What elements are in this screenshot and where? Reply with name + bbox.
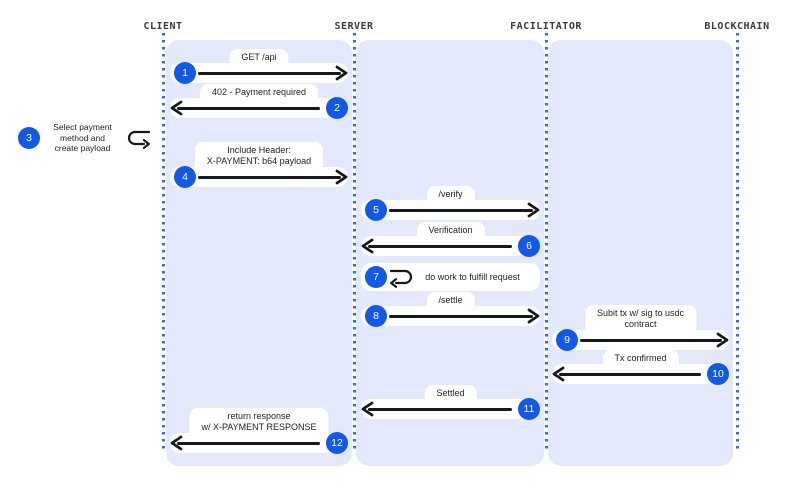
- message-label: Include Header: X-PAYMENT: b64 payload: [194, 142, 324, 168]
- arrowhead-right-icon: [335, 169, 348, 185]
- step-number-badge: 10: [707, 363, 729, 385]
- actor-label-client: CLIENT: [143, 21, 183, 32]
- arrowhead: [361, 237, 374, 260]
- arrow-line: [368, 407, 512, 411]
- message-label: Subit tx w/ sig to usdc contract: [584, 305, 697, 331]
- arrowhead-left-icon: [170, 435, 183, 451]
- arrowhead: [335, 64, 348, 87]
- message-5: /verify 5: [361, 186, 540, 221]
- arrow-line: [177, 106, 320, 110]
- message-label: return response w/ X-PAYMENT RESPONSE: [189, 408, 329, 434]
- arrow-line: [389, 208, 533, 212]
- message-9: Subit tx w/ sig to usdc contract 9: [552, 305, 729, 351]
- arrowhead: [361, 400, 374, 423]
- message-label: 402 - Payment required: [199, 84, 319, 99]
- arrowhead-right-icon: [527, 202, 540, 218]
- self-message-7: 7 do work to fulfill request: [361, 263, 540, 291]
- message-11: Settled 11: [361, 385, 540, 420]
- actor-label-server: SERVER: [334, 21, 374, 32]
- message-8: /settle 8: [361, 292, 540, 327]
- step-number-badge: 12: [326, 432, 348, 454]
- message-label: /verify: [426, 186, 475, 201]
- message-1: GET /api 1: [170, 49, 348, 84]
- arrowhead-left-icon: [361, 401, 374, 417]
- loop-arrow-left-icon: [389, 269, 413, 288]
- step-number-badge: 2: [326, 97, 348, 119]
- step-number-badge: 5: [365, 199, 387, 221]
- loop-arrow-right-icon: [127, 130, 151, 149]
- arrowhead: [527, 307, 540, 330]
- message-label: Tx confirmed: [602, 350, 679, 365]
- arrowhead: [716, 331, 729, 354]
- arrowhead: [335, 168, 348, 191]
- step-number-badge: 8: [365, 305, 387, 327]
- step-number-badge: 4: [174, 166, 196, 188]
- lifeline-facilitator: [545, 33, 548, 452]
- arrowhead-left-icon: [552, 366, 565, 382]
- arrowhead-right-icon: [335, 65, 348, 81]
- step-number-badge: 9: [556, 329, 578, 351]
- message-10: Tx confirmed 10: [552, 350, 729, 385]
- step-number-badge: 3: [18, 127, 40, 149]
- arrow-line: [580, 338, 722, 342]
- step-number-badge: 7: [365, 266, 387, 288]
- arrowhead-right-icon: [716, 332, 729, 348]
- note-label: Select payment method and create payload: [53, 122, 112, 154]
- arrowhead-left-icon: [170, 100, 183, 116]
- self-note-3: 3 Select payment method and create payloa…: [13, 116, 157, 160]
- arrowhead: [527, 201, 540, 224]
- message-label: GET /api: [229, 49, 289, 64]
- arrow-line: [559, 372, 701, 376]
- arrowhead-left-icon: [361, 238, 374, 254]
- arrow-line: [198, 71, 341, 75]
- lifeline-server: [353, 33, 356, 452]
- step-number-badge: 6: [518, 235, 540, 257]
- step-number-badge: 1: [174, 62, 196, 84]
- arrow-line: [389, 314, 533, 318]
- lifeline-client: [162, 33, 165, 452]
- arrowhead-right-icon: [527, 308, 540, 324]
- arrow-line: [177, 441, 320, 445]
- arrow-line: [368, 244, 512, 248]
- message-label: Verification: [416, 222, 485, 237]
- message-label: /settle: [426, 292, 475, 307]
- message-label: do work to fulfill request: [425, 272, 520, 282]
- actor-label-facilitator: FACILITATOR: [510, 21, 582, 32]
- arrow-line: [198, 175, 341, 179]
- step-number-badge: 11: [518, 398, 540, 420]
- lifeline-blockchain: [736, 33, 739, 452]
- arrowhead: [170, 99, 183, 122]
- message-6: Verification 6: [361, 222, 540, 257]
- actor-label-blockchain: BLOCKCHAIN: [704, 21, 770, 32]
- message-2: 402 - Payment required 2: [170, 84, 348, 119]
- arrowhead: [552, 365, 565, 388]
- arrowhead: [170, 434, 183, 457]
- message-label: Settled: [424, 385, 477, 400]
- lane-facilitator-blockchain: [548, 40, 733, 466]
